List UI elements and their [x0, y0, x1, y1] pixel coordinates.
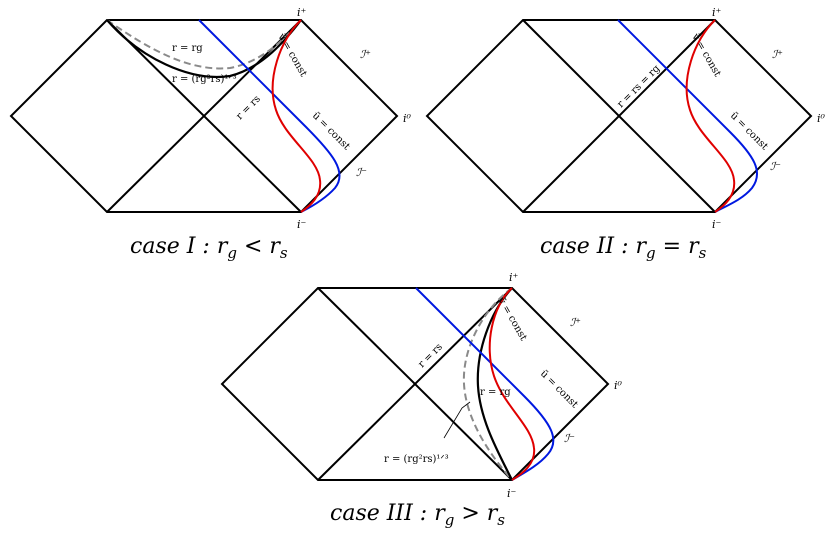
- case1-r-g-label: r = rg: [172, 43, 203, 54]
- case1-u-curve: [198, 19, 341, 213]
- diagram-case-2: i⁺ i⁻ i⁰ ℐ⁺ ℐ⁻ r = rs = rg ṽ = const ũ =…: [425, 6, 826, 262]
- case3-u-curve: [415, 287, 555, 481]
- case2-diagonal-b: [522, 19, 716, 213]
- case1-v-curve: [271, 19, 322, 213]
- diagram-case-1: i⁺ i⁻ i⁰ ℐ⁺ ℐ⁻ r = rg r = (rg²rs)¹ᐟ³ r =…: [9, 6, 412, 262]
- case1-scri-minus: ℐ⁻: [356, 166, 367, 179]
- case3-r-mix-curve: [462, 287, 513, 481]
- case2-i-zero: i⁰: [817, 112, 826, 125]
- case3-scri-minus: ℐ⁻: [564, 432, 575, 445]
- case2-v-curve: [685, 19, 736, 213]
- case1-caption: case I : rg < rs: [130, 234, 288, 262]
- diagram-case-3: i⁺ i⁻ i⁰ ℐ⁺ ℐ⁻ r = rs r = rg r = (rg²rs)…: [220, 271, 623, 529]
- case1-i-minus: i⁻: [297, 218, 307, 231]
- case2-scri-plus: ℐ⁺: [772, 48, 783, 61]
- case3-caption: case III : rg > rs: [330, 501, 505, 529]
- case3-r-g-label: r = rg: [480, 387, 511, 398]
- case2-u-label: ũ = const: [728, 110, 770, 152]
- case3-v-curve: [488, 287, 536, 481]
- case3-r-s-label: r = rs: [416, 342, 445, 371]
- case3-i-zero: i⁰: [614, 379, 623, 392]
- case2-scri-minus: ℐ⁻: [770, 160, 781, 173]
- case3-diagonal-b: [317, 287, 513, 481]
- case1-scri-plus: ℐ⁺: [360, 48, 371, 61]
- case2-u-curve: [617, 19, 758, 213]
- case3-u-label: ũ = const: [538, 368, 580, 410]
- case3-i-minus: i⁻: [507, 487, 517, 500]
- case2-r-label: r = rs = rg: [615, 63, 662, 110]
- case3-i-plus: i⁺: [509, 271, 519, 284]
- case1-r-mix-label: r = (rg²rs)¹ᐟ³: [172, 74, 237, 85]
- case1-r-mix-curve: [106, 19, 302, 70]
- case3-scri-plus: ℐ⁺: [570, 316, 581, 329]
- case3-r-mix-label: r = (rg²rs)¹ᐟ³: [384, 454, 449, 465]
- case2-i-plus: i⁺: [712, 6, 722, 19]
- case1-u-label: ũ = const: [310, 110, 352, 152]
- case1-r-g-curve: [106, 19, 302, 78]
- case2-i-minus: i⁻: [712, 218, 722, 231]
- case3-v-label: ṽ = const: [495, 295, 529, 343]
- case2-caption: case II : rg = rs: [540, 234, 707, 262]
- case3-r-mix-leader: [443, 401, 471, 439]
- case1-i-plus: i⁺: [297, 6, 307, 19]
- case1-r-s-label: r = rs: [234, 94, 263, 123]
- case1-i-zero: i⁰: [403, 112, 412, 125]
- case3-r-g-curve: [476, 287, 513, 481]
